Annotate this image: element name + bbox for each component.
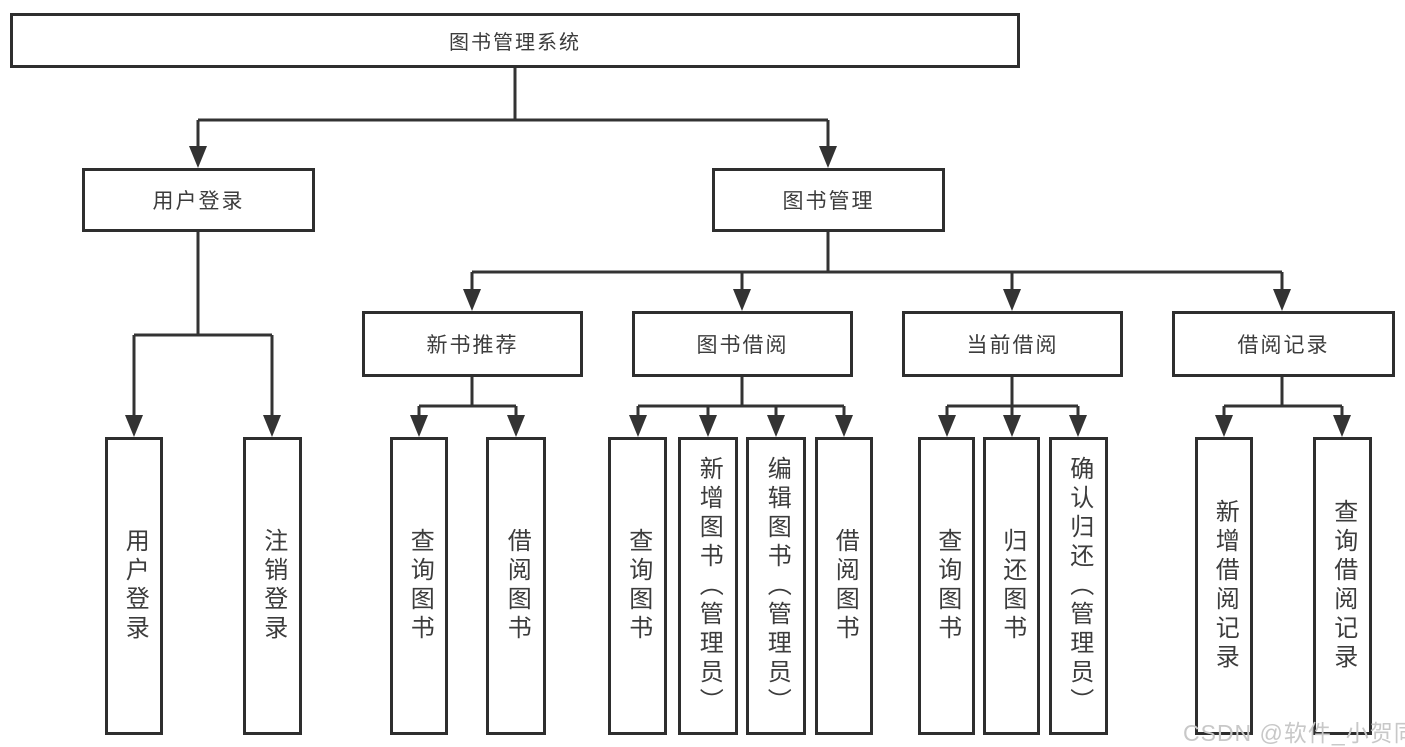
node-borrow-record-label: 借阅记录 — [1237, 334, 1330, 357]
leaf-borrow-book-2: 借阅图书 — [815, 437, 873, 735]
connector-root-to-level2 — [189, 68, 837, 168]
node-book-borrow: 图书借阅 — [632, 311, 853, 377]
connector-current-borrow-to-leaves — [938, 377, 1087, 437]
node-book-mgmt: 图书管理 — [712, 168, 945, 232]
leaf-edit-book-label: 编辑图书（管理员） — [763, 455, 791, 717]
leaf-edit-book: 编辑图书（管理员） — [746, 437, 806, 735]
leaf-borrow-book-1-label: 借阅图书 — [503, 528, 531, 644]
leaf-user-login: 用户登录 — [105, 437, 163, 735]
node-current-borrow: 当前借阅 — [902, 311, 1123, 377]
leaf-add-book-label: 新增图书（管理员） — [695, 455, 723, 717]
leaf-query-book-1: 查询图书 — [390, 437, 448, 735]
leaf-borrow-book-1: 借阅图书 — [486, 437, 546, 735]
connector-book-mgmt-to-sections — [463, 232, 1291, 311]
leaf-query-book-2-label: 查询图书 — [624, 528, 652, 644]
connector-user-login-to-leaves — [125, 232, 281, 437]
leaf-add-book: 新增图书（管理员） — [678, 437, 738, 735]
node-user-login-label: 用户登录 — [152, 190, 245, 213]
leaf-query-book-1-label: 查询图书 — [406, 528, 434, 644]
node-current-borrow-label: 当前借阅 — [966, 334, 1059, 357]
leaf-query-borrow-record-label: 查询借阅记录 — [1329, 499, 1357, 673]
leaf-query-book-3-label: 查询图书 — [933, 528, 961, 644]
connector-borrow-record-to-leaves — [1215, 377, 1351, 437]
node-new-book-rec-label: 新书推荐 — [426, 334, 519, 357]
leaf-query-book-3: 查询图书 — [918, 437, 975, 735]
connector-new-book-rec-to-leaves — [410, 377, 525, 437]
leaf-query-book-2: 查询图书 — [608, 437, 667, 735]
node-book-borrow-label: 图书借阅 — [696, 334, 789, 357]
leaf-add-borrow-record: 新增借阅记录 — [1195, 437, 1253, 735]
node-book-mgmt-label: 图书管理 — [782, 190, 875, 213]
leaf-logout: 注销登录 — [243, 437, 302, 735]
node-root: 图书管理系统 — [10, 13, 1020, 68]
node-user-login: 用户登录 — [82, 168, 315, 232]
leaf-borrow-book-2-label: 借阅图书 — [831, 528, 859, 644]
node-root-label: 图书管理系统 — [449, 32, 581, 54]
leaf-return-book: 归还图书 — [983, 437, 1040, 735]
leaf-add-borrow-record-label: 新增借阅记录 — [1211, 499, 1239, 673]
leaf-confirm-return-label: 确认归还（管理员） — [1065, 455, 1093, 717]
leaf-user-login-label: 用户登录 — [121, 528, 149, 644]
node-new-book-rec: 新书推荐 — [362, 311, 583, 377]
csdn-watermark: CSDN @软件_小贺同学 — [1183, 720, 1405, 746]
node-borrow-record: 借阅记录 — [1172, 311, 1395, 377]
leaf-logout-label: 注销登录 — [259, 528, 287, 644]
connector-book-borrow-to-leaves — [629, 377, 853, 437]
leaf-return-book-label: 归还图书 — [998, 528, 1026, 644]
leaf-confirm-return: 确认归还（管理员） — [1049, 437, 1108, 735]
leaf-query-borrow-record: 查询借阅记录 — [1313, 437, 1372, 735]
